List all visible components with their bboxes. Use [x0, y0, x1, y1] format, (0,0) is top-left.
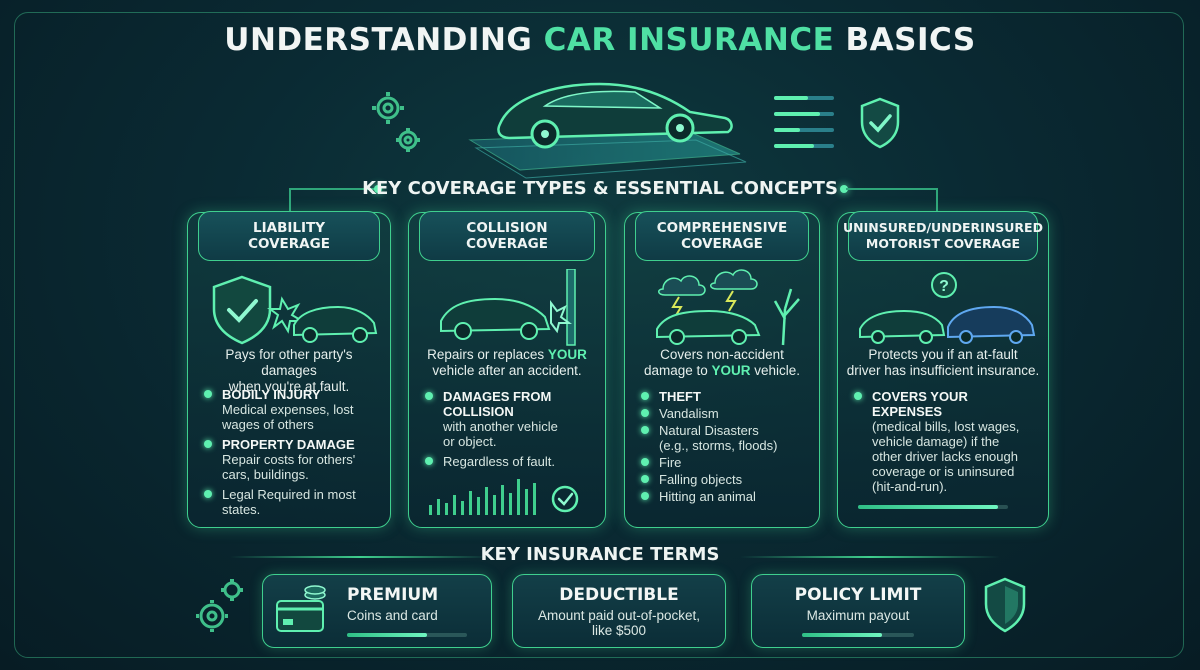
title-accent: CAR INSURANCE	[543, 22, 835, 58]
term-subtitle: Coins and card	[347, 608, 438, 623]
card-description: Covers non-accident damage to YOUR vehic…	[643, 347, 801, 378]
shield-icon	[984, 577, 1026, 633]
card-description: Pays for other party's damages when you'…	[225, 347, 353, 394]
list-item: Vandalism	[639, 406, 809, 421]
data-lines-icon	[774, 96, 834, 148]
term-title: PREMIUM	[347, 585, 439, 605]
car-hologram-icon	[468, 82, 747, 179]
list-item: Legal Required in most states.	[202, 487, 380, 517]
connector-right	[936, 188, 938, 214]
term-premium: PREMIUM Coins and card	[262, 574, 492, 648]
term-subtitle: Maximum payout	[806, 608, 910, 623]
list-item: Fire	[639, 455, 809, 470]
list-item: Natural Disasters (e.g., storms, floods)	[639, 423, 809, 453]
card-title: UNINSURED/UNDERINSURED MOTORIST COVERAGE	[843, 211, 1043, 261]
list-item: Regardless of fault.	[423, 454, 595, 469]
connector-top-right	[846, 188, 938, 190]
shield-car-icon	[212, 275, 378, 345]
list-item: Falling objects	[639, 472, 809, 487]
list-item: Hitting an animal	[639, 489, 809, 504]
question-bubble-icon: ?	[859, 272, 1036, 344]
page-title: UNDERSTANDING CAR INSURANCE BASICS	[224, 22, 976, 58]
gear-icon	[372, 92, 420, 152]
terms-divider-left	[230, 556, 490, 558]
card-comprehensive: COMPREHENSIVE COVERAGE Covers non-accide…	[624, 211, 820, 528]
term-title: DEDUCTIBLE	[559, 585, 679, 605]
card-description: Repairs or replaces YOUR vehicle after a…	[427, 347, 587, 378]
term-subtitle: Amount paid out-of-pocket, like $500	[537, 608, 701, 638]
progress-fill	[858, 505, 998, 509]
card-coins-icon	[276, 585, 326, 632]
progress-fill	[347, 633, 427, 637]
progress-fill	[802, 633, 882, 637]
coverage-heading: KEY COVERAGE TYPES & ESSENTIAL CONCEPTS	[362, 178, 838, 199]
shield-check-icon	[860, 97, 900, 149]
car-crash-icon	[440, 269, 576, 346]
outer-frame	[14, 12, 1184, 658]
connector-dot	[840, 185, 848, 193]
card-liability: LIABILITY COVERAGE Pays for other party'…	[187, 211, 391, 528]
card-collision: COLLISION COVERAGE Repairs or replaces Y…	[408, 211, 606, 528]
connector-dot	[374, 185, 382, 193]
svg-text:?: ?	[939, 278, 949, 295]
card-uninsured: UNINSURED/UNDERINSURED MOTORIST COVERAGE…	[837, 211, 1049, 528]
card-description: Protects you if an at-fault driver has i…	[846, 347, 1040, 378]
terms-heading: KEY INSURANCE TERMS	[480, 544, 720, 565]
bar-graph-icon	[429, 479, 579, 515]
connector-left	[289, 188, 291, 214]
bullet-list: THEFT Vandalism Natural Disasters (e.g.,…	[639, 389, 809, 506]
card-title: LIABILITY COVERAGE	[198, 211, 380, 261]
bullet-list: COVERS YOUR EXPENSES(medical bills, lost…	[852, 389, 1038, 499]
card-title: COMPREHENSIVE COVERAGE	[635, 211, 809, 261]
term-policy-limit: POLICY LIMIT Maximum payout	[751, 574, 965, 648]
connector-top-left	[289, 188, 379, 190]
list-item: THEFT	[639, 389, 809, 404]
list-item: COVERS YOUR EXPENSES(medical bills, lost…	[852, 389, 1038, 494]
term-deductible: DEDUCTIBLE Amount paid out-of-pocket, li…	[512, 574, 726, 648]
terms-divider-right	[740, 556, 1000, 558]
gear-icon	[196, 579, 243, 632]
storm-cloud-icon	[656, 269, 800, 346]
term-title: POLICY LIMIT	[794, 585, 922, 605]
card-title: COLLISION COVERAGE	[419, 211, 595, 261]
